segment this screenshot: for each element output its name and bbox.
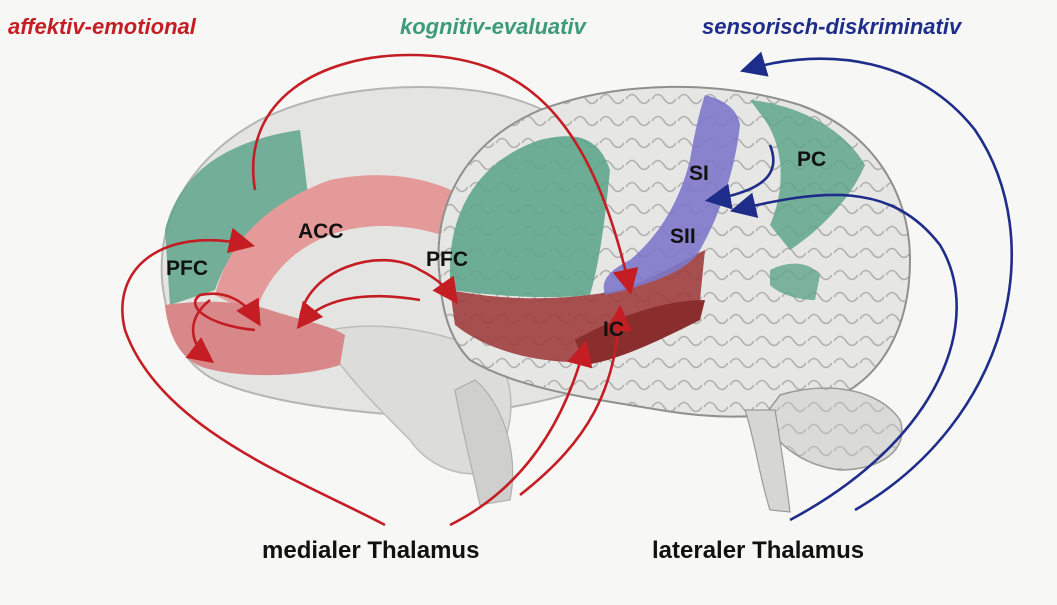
heading-cognitive: kognitiv-evaluativ [400, 14, 586, 40]
label-pfc-lateral: PFC [426, 248, 468, 271]
label-ic: IC [603, 318, 624, 341]
label-medial-thalamus: medialer Thalamus [262, 537, 479, 565]
label-pc: PC [797, 148, 826, 171]
label-sii: SII [670, 225, 696, 248]
label-si: SI [689, 162, 709, 185]
heading-sensory: sensorisch-diskriminativ [702, 14, 961, 40]
label-lateral-thalamus: lateraler Thalamus [652, 537, 864, 565]
heading-affective: affektiv-emotional [8, 14, 196, 40]
label-pfc-medial: PFC [166, 257, 208, 280]
label-acc: ACC [298, 220, 344, 243]
